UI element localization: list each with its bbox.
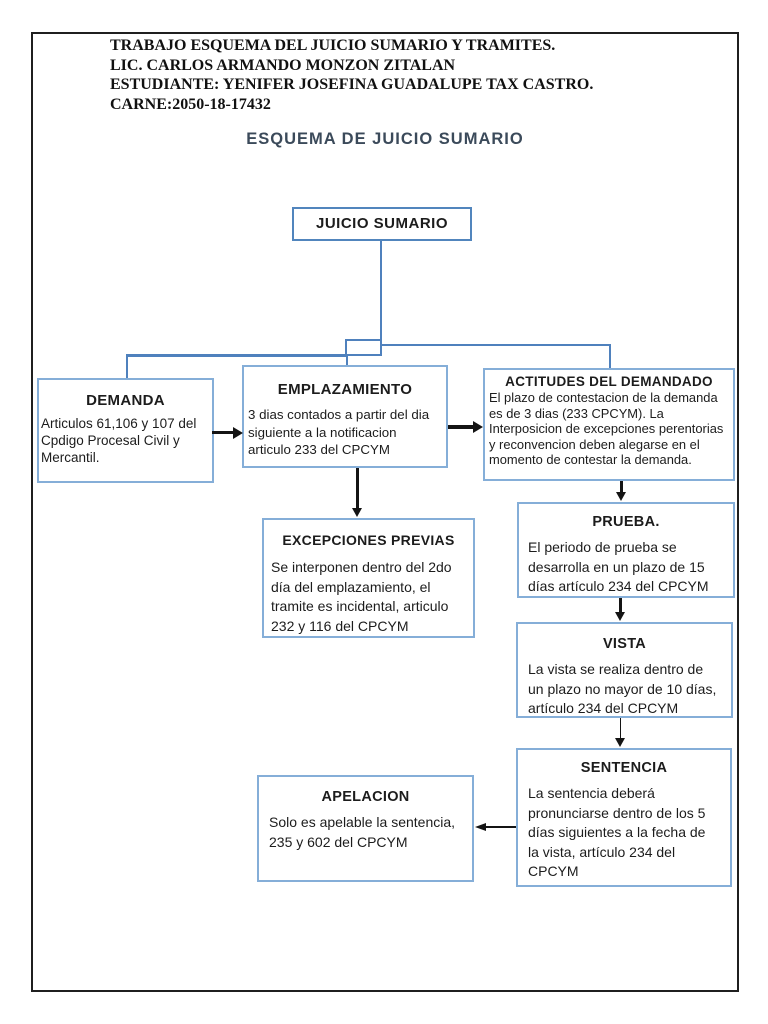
arrow-emplazamiento-to-actitudes — [448, 425, 475, 429]
connector-left-horizontal — [126, 354, 347, 357]
node-title: DEMANDA — [86, 392, 165, 409]
node-body: Se interponen dentro del 2do día del emp… — [271, 559, 452, 634]
page-title: ESQUEMA DE JUICIO SUMARIO — [246, 130, 524, 148]
arrowhead-right-icon — [233, 426, 243, 439]
node-title: ACTITUDES DEL DEMANDADO — [505, 374, 713, 389]
node-title: EXCEPCIONES PREVIAS — [282, 532, 455, 548]
node-body: La sentencia deberá pronunciarse dentro … — [528, 785, 706, 879]
arrow-prueba-to-vista — [619, 598, 622, 614]
node-excepciones-previas: EXCEPCIONES PREVIAS Se interponen dentro… — [262, 518, 475, 638]
node-body: La vista se realiza dentro de un plazo n… — [528, 661, 717, 716]
connector-root-down — [380, 241, 382, 339]
arrowhead-down-icon — [615, 612, 625, 621]
arrow-actitudes-to-prueba — [620, 481, 623, 494]
node-body: El plazo de contestacion de la demanda e… — [489, 390, 724, 468]
connector-right-horizontal — [382, 344, 611, 346]
arrowhead-down-icon — [352, 508, 362, 517]
arrowhead-down-icon — [615, 738, 625, 747]
arrow-sentencia-to-apelacion — [486, 826, 516, 828]
connector-right-down — [609, 344, 611, 368]
arrow-demanda-to-emplazamiento — [212, 431, 236, 434]
node-title: SENTENCIA — [580, 760, 668, 776]
arrowhead-right-icon — [473, 421, 483, 433]
connector-middle-down — [346, 356, 348, 365]
node-vista: VISTA La vista se realiza dentro de un p… — [516, 622, 733, 718]
node-sentencia: SENTENCIA La sentencia deberá pronunciar… — [516, 748, 732, 887]
node-demanda: DEMANDA Articulos 61,106 y 107 del Cpdig… — [37, 378, 214, 483]
node-body: Articulos 61,106 y 107 del Cpdigo Proces… — [41, 416, 197, 465]
arrowhead-down-icon — [616, 492, 626, 501]
header-line-1: TRABAJO ESQUEMA DEL JUICIO SUMARIO Y TRA… — [110, 37, 556, 54]
header-line-2: LIC. CARLOS ARMANDO MONZON ZITALAN — [110, 56, 456, 74]
node-actitudes-del-demandado: ACTITUDES DEL DEMANDADO El plazo de cont… — [483, 368, 735, 481]
node-title: JUICIO SUMARIO — [315, 215, 448, 232]
arrowhead-left-icon — [475, 822, 486, 831]
connector-junction-box — [345, 339, 382, 356]
document-header: TRABAJO ESQUEMA DEL JUICIO SUMARIO Y TRA… — [110, 36, 670, 114]
node-title: VISTA — [602, 636, 647, 652]
connector-left-down — [126, 354, 128, 378]
node-body: 3 dias contados a partir del dia siguien… — [248, 407, 430, 457]
node-emplazamiento: EMPLAZAMIENTO 3 dias contados a partir d… — [242, 365, 448, 468]
header-line-3: ESTUDIANTE: YENIFER JOSEFINA GUADALUPE T… — [110, 76, 594, 93]
node-body: El periodo de prueba se desarrolla en un… — [528, 539, 709, 594]
node-apelacion: APELACION Solo es apelable la sentencia,… — [257, 775, 474, 882]
arrow-emplazamiento-to-excepciones — [356, 468, 359, 510]
header-line-4: CARNE:2050-18-17432 — [110, 95, 271, 113]
node-title: APELACION — [321, 789, 410, 805]
node-juicio-sumario: JUICIO SUMARIO — [292, 207, 472, 241]
arrow-vista-to-sentencia — [619, 718, 621, 740]
node-prueba: PRUEBA. El periodo de prueba se desarrol… — [517, 502, 735, 598]
node-title: PRUEBA. — [592, 514, 660, 530]
node-title: EMPLAZAMIENTO — [277, 381, 413, 398]
node-body: Solo es apelable la sentencia, 235 y 602… — [269, 814, 456, 850]
